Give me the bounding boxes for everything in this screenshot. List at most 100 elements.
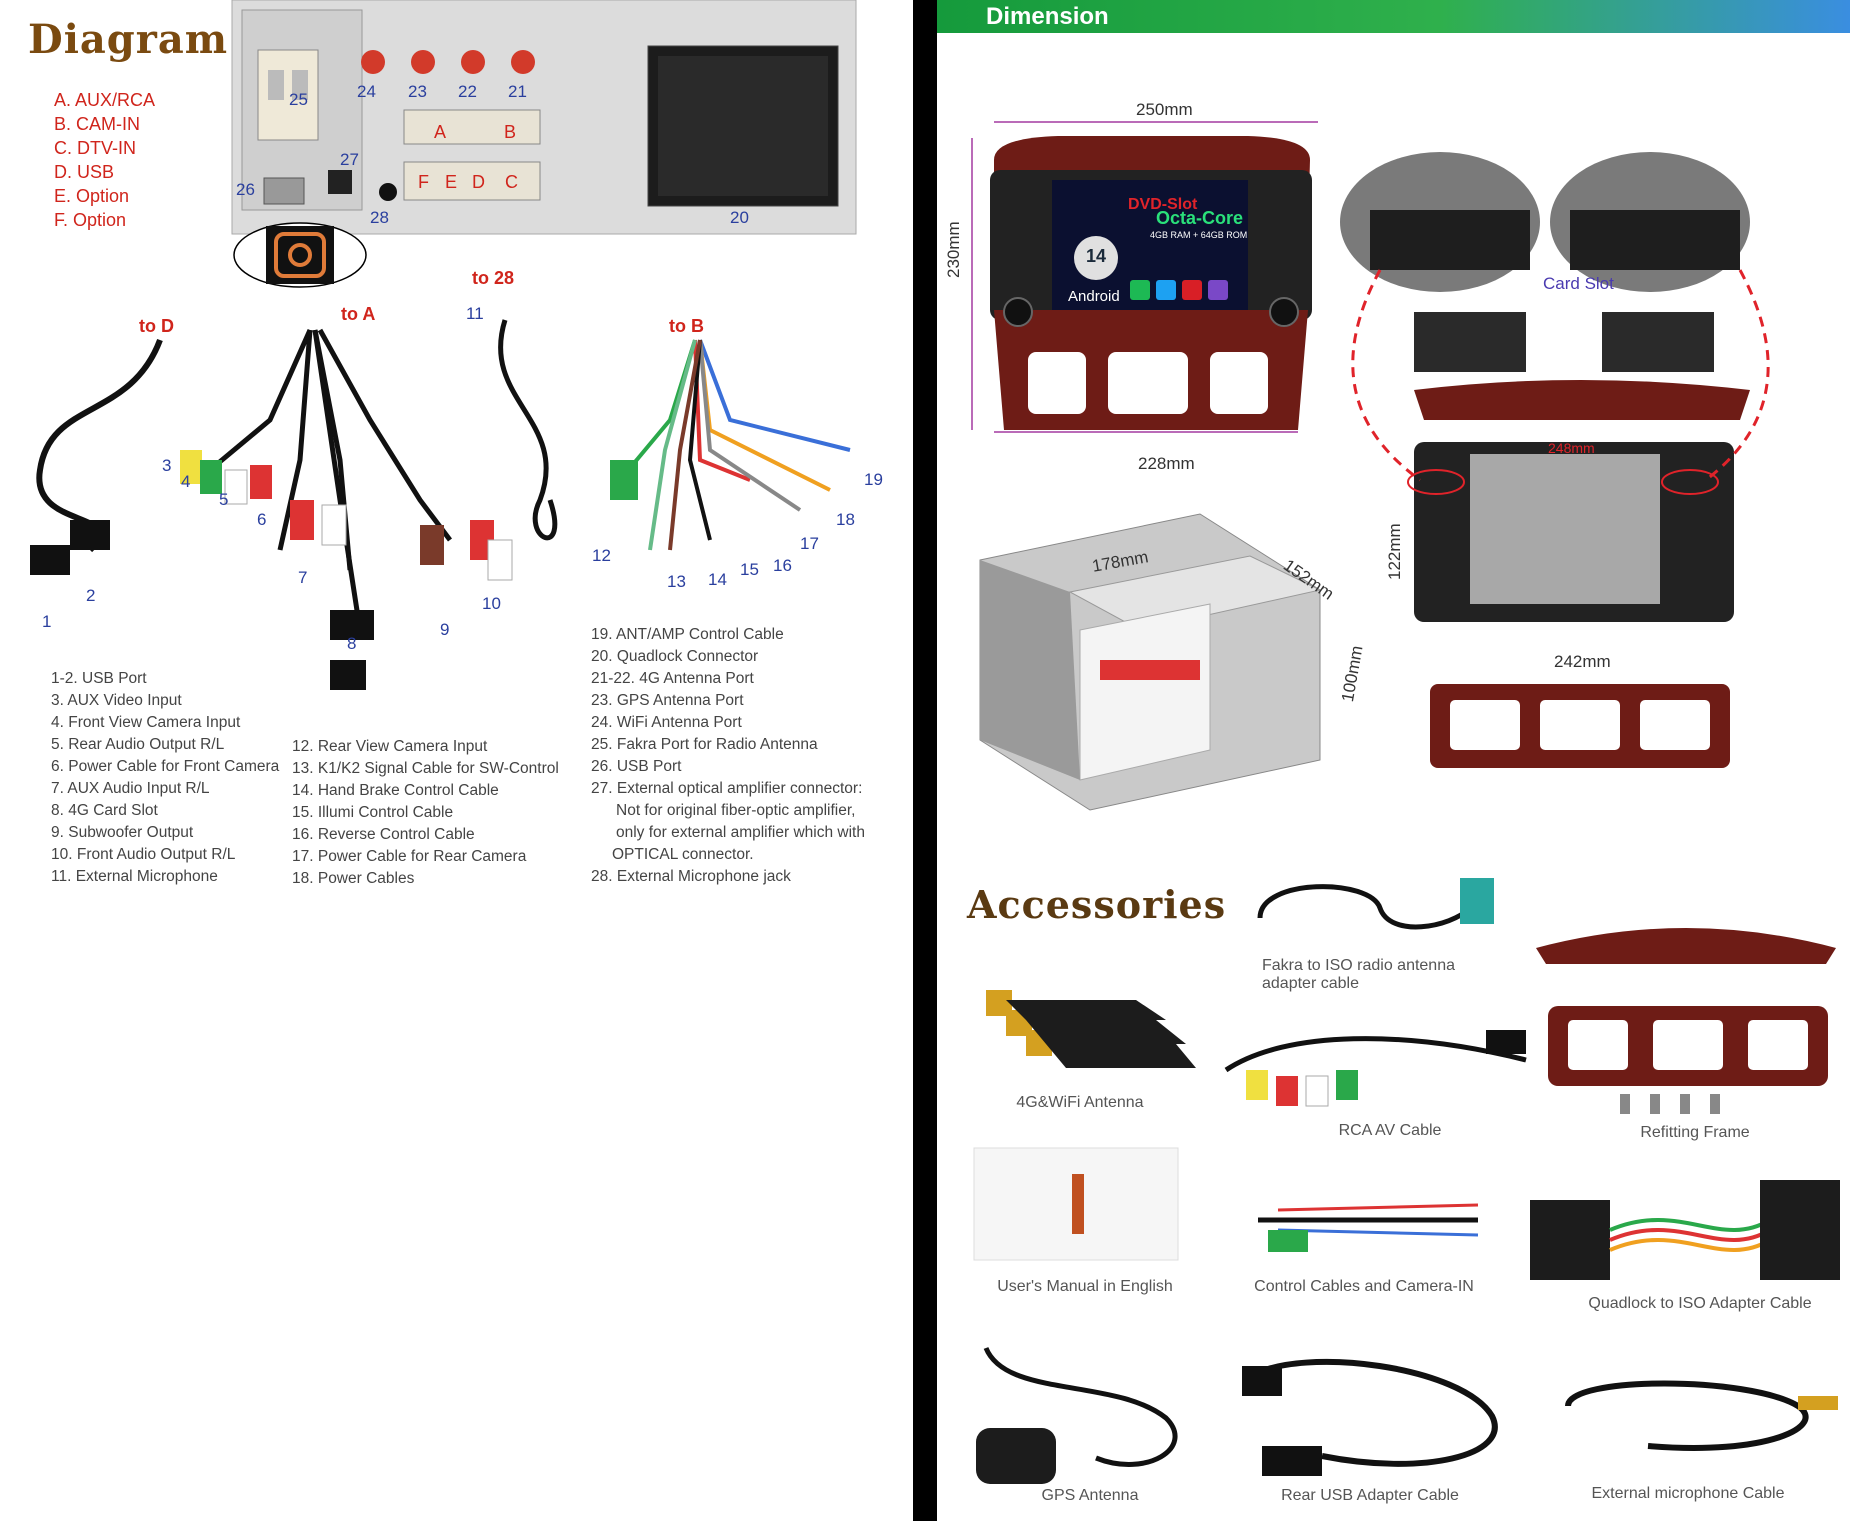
quadlock-cable-image — [1530, 1180, 1840, 1280]
cable-number: 12 — [592, 546, 611, 565]
frame-image — [1548, 1006, 1828, 1114]
cable-number: 13 — [667, 572, 686, 591]
dimension-width-250: 250mm — [1136, 100, 1193, 119]
description-line: 8. 4G Card Slot — [51, 802, 158, 819]
legend-item: B. CAM-IN — [54, 114, 141, 134]
caption-manual: User's Manual in English — [997, 1278, 1173, 1295]
harness-cables-illustration — [30, 319, 851, 690]
description-line: 4. Front View Camera Input — [51, 714, 241, 731]
legend-item: D. USB — [54, 162, 115, 182]
dimension-title: Dimension — [986, 3, 1109, 30]
port-legend: A. AUX/RCA B. CAM-IN C. DTV-IN D. USB E.… — [54, 88, 155, 232]
cable-number: 5 — [219, 490, 229, 509]
caption-fakra: Fakra to ISO radio antenna adapter cable — [1262, 957, 1455, 992]
port-number: 26 — [236, 180, 255, 199]
screen-memory: 4GB RAM + 64GB ROM — [1150, 230, 1248, 240]
dimension-height-230: 230mm — [944, 221, 963, 278]
legend-item: C. DTV-IN — [54, 138, 137, 158]
unit-back-panel — [231, 0, 857, 235]
port-number: 20 — [730, 208, 749, 227]
description-line: 25. Fakra Port for Radio Antenna — [591, 736, 818, 753]
port-letter: B — [504, 122, 517, 142]
description-line: 16. Reverse Control Cable — [292, 826, 475, 843]
description-column-2: 12. Rear View Camera Input 13. K1/K2 Sig… — [292, 736, 559, 890]
legend-item: F. Option — [54, 210, 127, 230]
microphone-cable-image — [1565, 1380, 1838, 1451]
description-line: Not for original fiber-optic amplifier, — [616, 802, 856, 819]
legend-item: E. Option — [54, 186, 130, 206]
cable-number: 10 — [482, 594, 501, 613]
port-number: 21 — [508, 82, 527, 101]
caption-mic: External microphone Cable — [1591, 1485, 1785, 1502]
port-number: 25 — [289, 90, 308, 109]
cable-number: 14 — [708, 570, 727, 589]
description-line: 20. Quadlock Connector — [591, 648, 759, 665]
cable-number: 15 — [740, 560, 759, 579]
control-cables-image — [1258, 1203, 1479, 1252]
port-number: 22 — [458, 82, 477, 101]
manual-image — [973, 1147, 1179, 1261]
gps-antenna-image — [976, 1346, 1178, 1484]
description-line: 14. Hand Brake Control Cable — [292, 782, 499, 799]
panel-divider — [913, 0, 937, 1521]
caption-antenna: 4G&WiFi Antenna — [1016, 1094, 1144, 1111]
description-line: 1-2. USB Port — [51, 670, 147, 687]
description-column-3: 19. ANT/AMP Control Cable 20. Quadlock C… — [591, 624, 865, 888]
description-line: 24. WiFi Antenna Port — [591, 714, 742, 731]
port-number: 27 — [340, 150, 359, 169]
dimension-header-bar — [937, 0, 1850, 33]
screen-android-version: 14 — [1086, 246, 1107, 266]
description-line: 23. GPS Antenna Port — [591, 692, 744, 709]
refitting-frame-illustration — [1430, 684, 1730, 768]
description-line: 19. ANT/AMP Control Cable — [591, 626, 784, 643]
description-line: 5. Rear Audio Output R/L — [51, 736, 225, 753]
usb-cable-image — [1242, 1358, 1498, 1476]
screen-dvd-slot: DVD-Slot — [1128, 196, 1198, 213]
card-slot-label: Card Slot — [1543, 274, 1614, 293]
caption-gps: GPS Antenna — [1041, 1487, 1139, 1504]
caption-rca: RCA AV Cable — [1338, 1122, 1442, 1139]
caption-control: Control Cables and Camera-IN — [1254, 1278, 1474, 1295]
port-letter: E — [445, 172, 458, 192]
connector-label-to-b: to B — [669, 316, 704, 336]
screen-octa-core: Octa-Core — [1156, 208, 1244, 228]
dimension-width-228: 228mm — [1138, 454, 1195, 473]
description-line: 17. Power Cable for Rear Camera — [292, 848, 527, 865]
trim-piece-image — [1536, 928, 1836, 964]
description-column-1: 1-2. USB Port 3. AUX Video Input 4. Fron… — [51, 668, 279, 888]
description-line: 27. External optical amplifier connector… — [591, 780, 863, 797]
cable-number: 1 — [42, 612, 52, 631]
connector-label-to-28: to 28 — [472, 268, 515, 288]
description-line: 21-22. 4G Antenna Port — [591, 670, 754, 687]
fakra-cable-image — [1257, 878, 1494, 930]
screen-android-label: Android — [1068, 288, 1120, 305]
cable-number: 7 — [298, 568, 308, 587]
description-line: 3. AUX Video Input — [51, 692, 182, 709]
port-number: 28 — [370, 208, 389, 227]
cable-number: 2 — [86, 586, 96, 605]
description-line: only for external amplifier which with — [616, 824, 865, 841]
description-line: 13. K1/K2 Signal Cable for SW-Control — [292, 760, 559, 777]
cable-number: 8 — [347, 634, 357, 653]
description-line: 18. Power Cables — [292, 870, 415, 887]
caption-usb: Rear USB Adapter Cable — [1281, 1487, 1459, 1504]
description-line: 10. Front Audio Output R/L — [51, 846, 236, 863]
cable-number: 17 — [800, 534, 819, 553]
dimension-width-248: 248mm — [1548, 440, 1595, 456]
description-line: 7. AUX Audio Input R/L — [51, 780, 210, 797]
cable-number: 3 — [162, 456, 172, 475]
cable-number: 19 — [864, 470, 883, 489]
description-line: 28. External Microphone jack — [591, 868, 791, 885]
description-line: 9. Subwoofer Output — [51, 824, 194, 841]
legend-item: A. AUX/RCA — [54, 90, 156, 110]
rca-cable-image — [1224, 1030, 1527, 1107]
description-line: 26. USB Port — [591, 758, 682, 775]
port-letter: D — [472, 172, 485, 192]
front-unit-illustration — [971, 121, 1318, 433]
port-letter: F — [418, 172, 429, 192]
cable-number: 4 — [181, 472, 191, 491]
cable-number: 9 — [440, 620, 450, 639]
cable-number: 16 — [773, 556, 792, 575]
description-line: 11. External Microphone — [51, 868, 218, 885]
port-number: 24 — [357, 82, 376, 101]
